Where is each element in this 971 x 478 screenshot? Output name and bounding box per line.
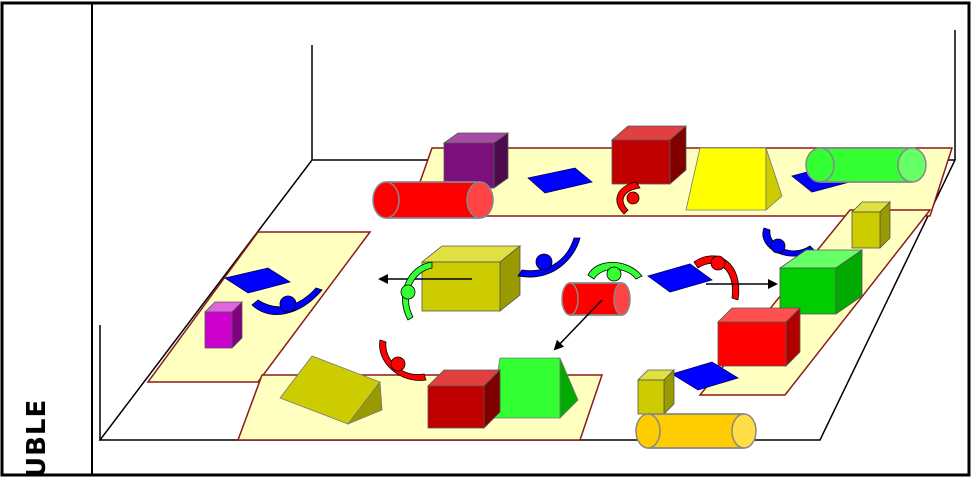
yellow-ramp	[686, 148, 782, 210]
orange-cylinder	[636, 414, 756, 448]
red-cylinder-center	[562, 283, 630, 315]
red-cube-right	[718, 308, 800, 366]
magenta-cube	[205, 302, 242, 348]
green-cylinder-top	[806, 148, 926, 182]
dark-red-cube-top	[612, 126, 686, 184]
side-label: UBLE	[22, 399, 52, 478]
olive-cube-bottom-right	[638, 370, 674, 414]
purple-cube	[444, 133, 508, 188]
olive-cube-right	[852, 202, 890, 248]
dark-red-cube-bottom	[428, 370, 500, 428]
green-cube-right	[780, 250, 862, 314]
red-cylinder-top	[373, 182, 493, 218]
